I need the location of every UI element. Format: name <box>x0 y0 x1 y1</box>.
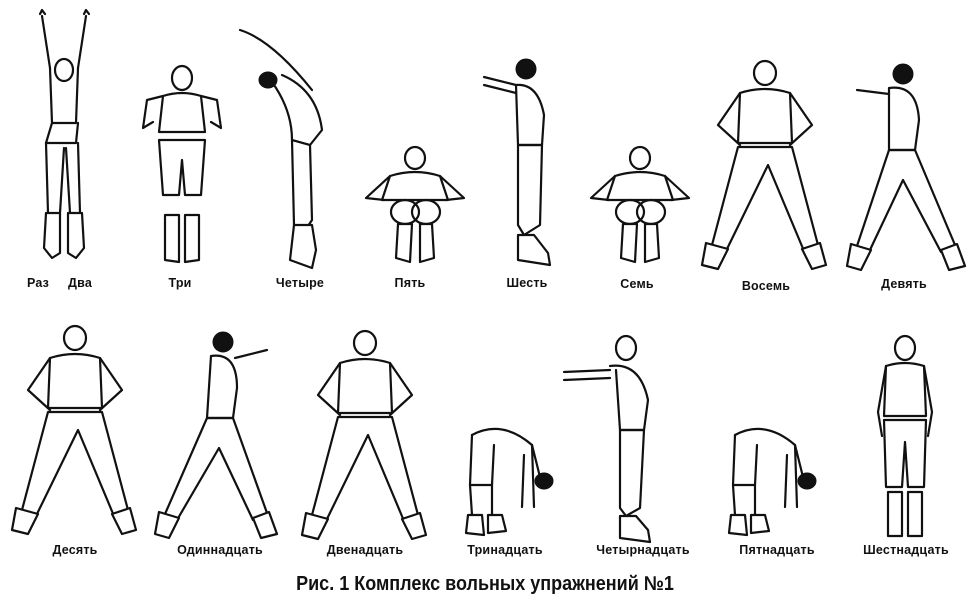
label-desyat: Десять <box>52 543 98 557</box>
label-devyat: Девять <box>881 277 927 291</box>
label-dva: Два <box>68 276 92 290</box>
label-chetyre: Четыре <box>275 276 325 290</box>
label-shestnadtsat: Шестнадцать <box>863 543 949 557</box>
label-odinnadtsat: Одиннадцать <box>177 543 263 557</box>
label-chetyrnadtsat: Четырнадцать <box>596 543 690 557</box>
label-tri: Три <box>168 276 192 290</box>
label-sem: Семь <box>620 277 654 291</box>
figure-caption: Рис. 1 Комплекс вольных упражнений №1 <box>296 573 674 595</box>
label-vosem: Восемь <box>741 279 791 293</box>
label-shest: Шесть <box>506 276 548 290</box>
label-dvenadtsat: Двенадцать <box>326 543 404 557</box>
label-pyatnadtsat: Пятнадцать <box>739 543 815 557</box>
label-raz: Раз <box>26 276 50 290</box>
label-trinadtsat: Тринадцать <box>467 543 543 557</box>
label-pyat: Пять <box>394 276 426 290</box>
